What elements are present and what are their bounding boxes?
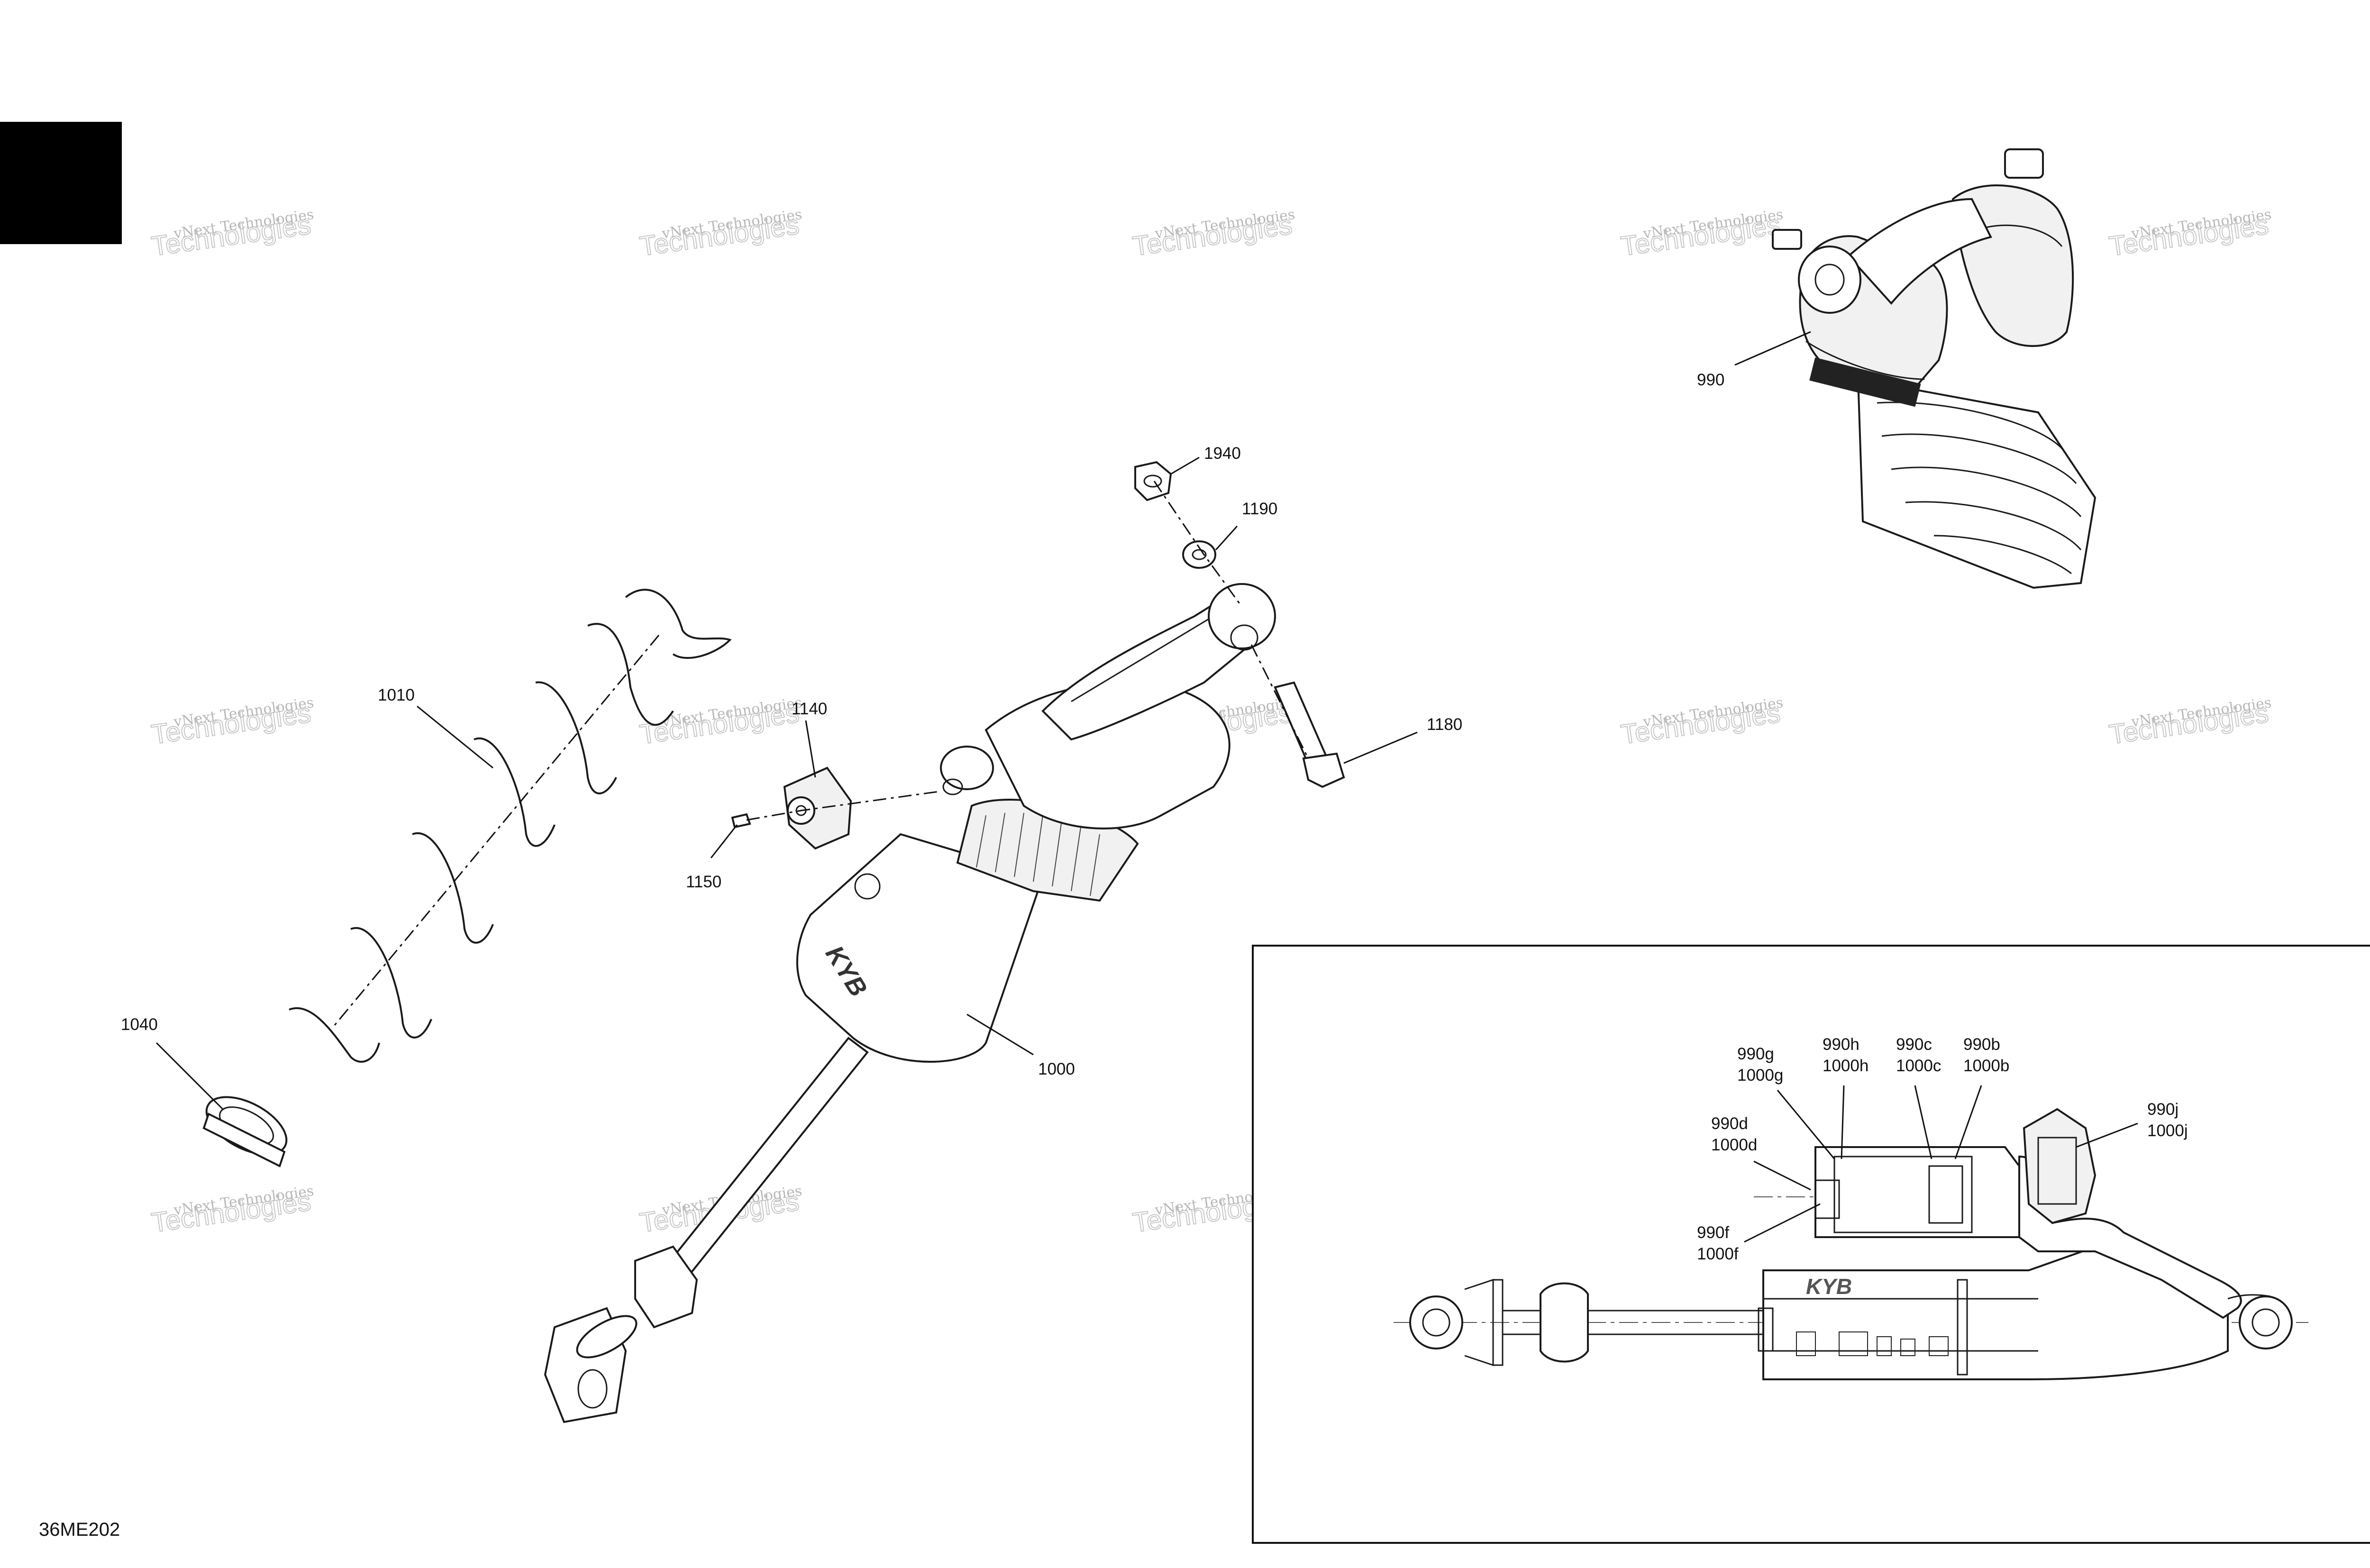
callout-label: 1190 [1242, 500, 1277, 518]
callout-1180: 1180 [1343, 715, 1462, 764]
adjuster-knob-1140 [783, 766, 852, 850]
assembled-spring [1857, 378, 2097, 589]
detail-callout-990d: 990d 1000d [1711, 1114, 1811, 1191]
watermark: Technologies vNext Technologies [149, 694, 315, 751]
callout-990: 990 [1697, 331, 1811, 389]
detail-label: 1000f [1697, 1245, 1739, 1263]
detail-label: 1000d [1711, 1136, 1757, 1154]
callout-label: 1940 [1204, 444, 1241, 463]
detail-label: 1000g [1737, 1066, 1783, 1085]
detail-label: 1000h [1823, 1057, 1869, 1075]
watermark: Technologies vNext Technologies [1130, 206, 1296, 263]
detail-callout-990g: 990g 1000g [1737, 1045, 1835, 1159]
callout-label: 1000 [1038, 1060, 1075, 1078]
watermark: Technologies vNext Technologies [149, 206, 315, 263]
watermark: Technologies vNext Technologies [1619, 206, 1785, 263]
watermark: Technologies vNext Technologies [149, 1183, 315, 1239]
detail-callout-990b: 990b 1000b [1954, 1035, 2009, 1159]
watermark: Technologies vNext Technologies [2107, 206, 2273, 263]
callout-1940: 1940 [1170, 444, 1241, 475]
detail-label: 990f [1697, 1223, 1729, 1242]
callout-label: 1010 [378, 686, 415, 704]
detail-label: 1000j [2147, 1121, 2188, 1140]
section-view-panel: KYB 990g 1000g 990 [1252, 945, 2370, 1544]
spring-seat-1040 [202, 1096, 288, 1167]
callout-label: 1150 [686, 873, 721, 891]
shock-shaft [657, 1037, 869, 1291]
screw-1150 [731, 813, 751, 829]
detail-label: 990b [1963, 1035, 2000, 1054]
callout-1040: 1040 [121, 1015, 224, 1110]
callout-label: 990 [1697, 371, 1724, 389]
callout-label: 1140 [792, 700, 827, 718]
detail-callout-990j: 990j 1000j [2076, 1100, 2188, 1148]
callout-label: 1180 [1427, 715, 1462, 734]
detail-callout-990f: 990f 1000f [1697, 1203, 1821, 1263]
callout-1010: 1010 [378, 686, 493, 769]
section-logo: KYB [1806, 1274, 1852, 1299]
callout-1150: 1150 [686, 824, 738, 891]
detail-label: 990c [1896, 1035, 1932, 1054]
nut-1940 [1134, 461, 1172, 501]
watermark: Technologies vNext Technologies [1619, 694, 1785, 751]
drawing-number: 36ME202 [39, 1519, 120, 1540]
detail-callout-990c: 990c 1000c [1896, 1035, 1941, 1159]
detail-callout-990h: 990h 1000h [1823, 1035, 1869, 1159]
callout-label: 1040 [121, 1015, 158, 1034]
detail-label: 990j [2147, 1100, 2179, 1119]
detail-label: 990h [1823, 1035, 1860, 1054]
section-reservoir [1814, 1146, 2020, 1238]
page-tab-marker [0, 122, 122, 244]
washer-1190 [1182, 540, 1216, 569]
detail-label: 1000b [1963, 1057, 2009, 1075]
watermark: Technologies vNext Technologies [2107, 694, 2273, 751]
detail-label: 990g [1737, 1045, 1774, 1063]
bolt-1180 [1274, 681, 1345, 788]
callout-1190: 1190 [1215, 500, 1277, 551]
watermark: Technologies vNext Technologies [638, 206, 803, 263]
detail-label: 1000c [1896, 1057, 1941, 1075]
section-view-frame [1252, 945, 2370, 1544]
callout-1000: 1000 [966, 1013, 1075, 1078]
shock-absorber-1000: KYB [544, 583, 1276, 1423]
shock-body [796, 833, 1044, 1063]
coil-spring-1010 [289, 589, 732, 1063]
assembled-shock-990 [1772, 148, 2097, 589]
detail-label: 990d [1711, 1114, 1748, 1133]
callout-1140: 1140 [792, 700, 827, 778]
